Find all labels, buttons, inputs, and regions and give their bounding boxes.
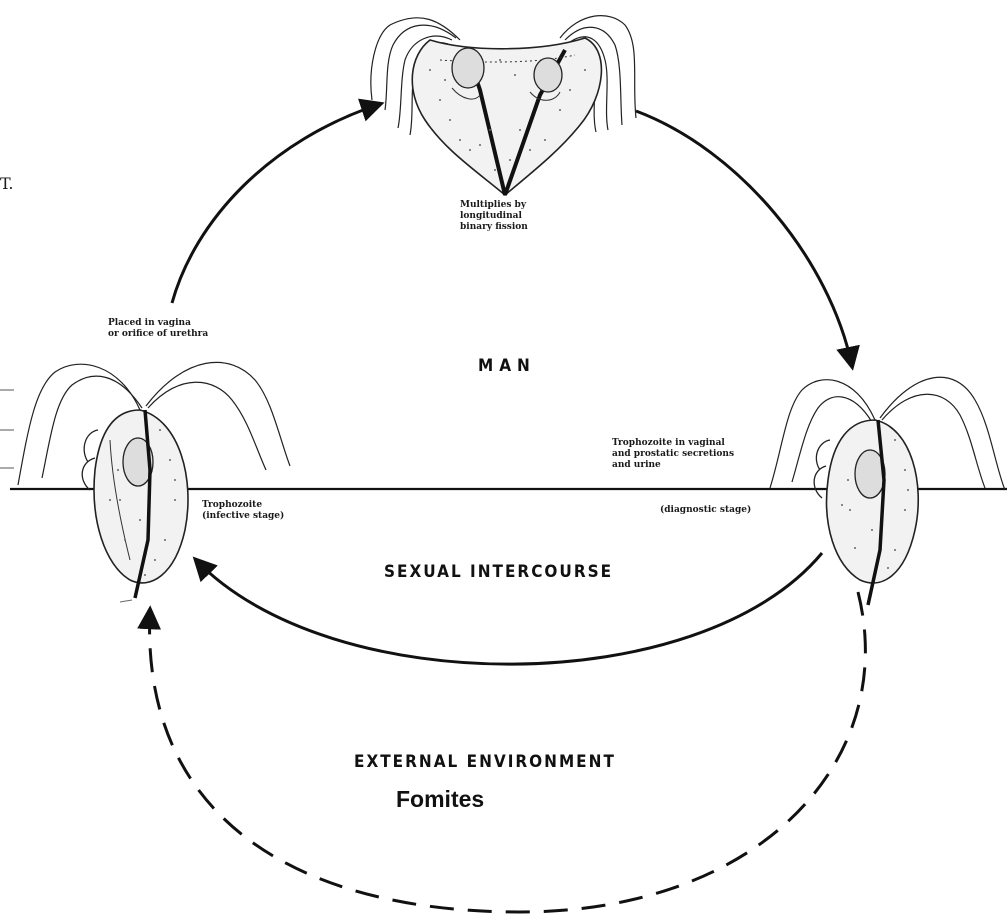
- arrow-to-secretions: [636, 111, 852, 366]
- trophozoite-secretions-label: Trophozoite in vaginal and prostatic sec…: [612, 438, 734, 471]
- fission-label: Multiplies by longitudinal binary fissio…: [460, 200, 528, 233]
- infective-stage-label: Trophozoite (infective stage): [202, 500, 284, 522]
- diagnostic-stage-label: (diagnostic stage): [660, 505, 751, 516]
- edge-mark-top: T.: [0, 178, 13, 189]
- region-man-label: MAN: [478, 356, 536, 376]
- region-external-environment-label: EXTERNAL ENVIRONMENT: [354, 752, 616, 772]
- infective-trophozoite-icon: [18, 362, 290, 598]
- region-sexual-intercourse-label: SEXUAL INTERCOURSE: [384, 562, 613, 582]
- small-stray-mark: [120, 600, 132, 602]
- dividing-trophozoite-icon: [371, 16, 636, 195]
- fomites-label: Fomites: [396, 786, 484, 813]
- placed-label: Placed in vagina or orifice of urethra: [108, 318, 208, 340]
- left-edge-ticks: [0, 390, 14, 468]
- arrow-to-fission: [172, 104, 380, 303]
